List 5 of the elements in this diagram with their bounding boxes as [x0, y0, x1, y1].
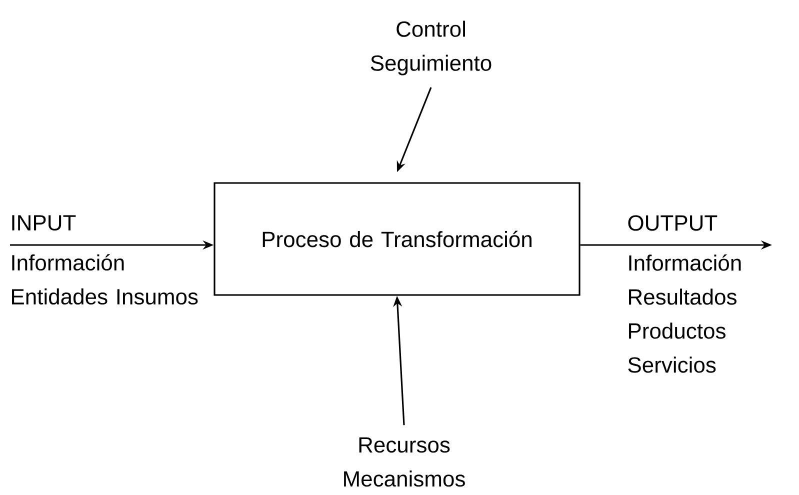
- text-label: INPUT Información Entidades Insumos: [12, 215, 198, 305]
- text-label: OUTPUT Información Resultados Productos Servicios: [628, 215, 741, 373]
- process-box: Proceso de Transformación: [214, 182, 580, 296]
- text-label: Recursos Mecanismos: [344, 437, 465, 487]
- text-label: Control Seguimiento: [370, 20, 492, 76]
